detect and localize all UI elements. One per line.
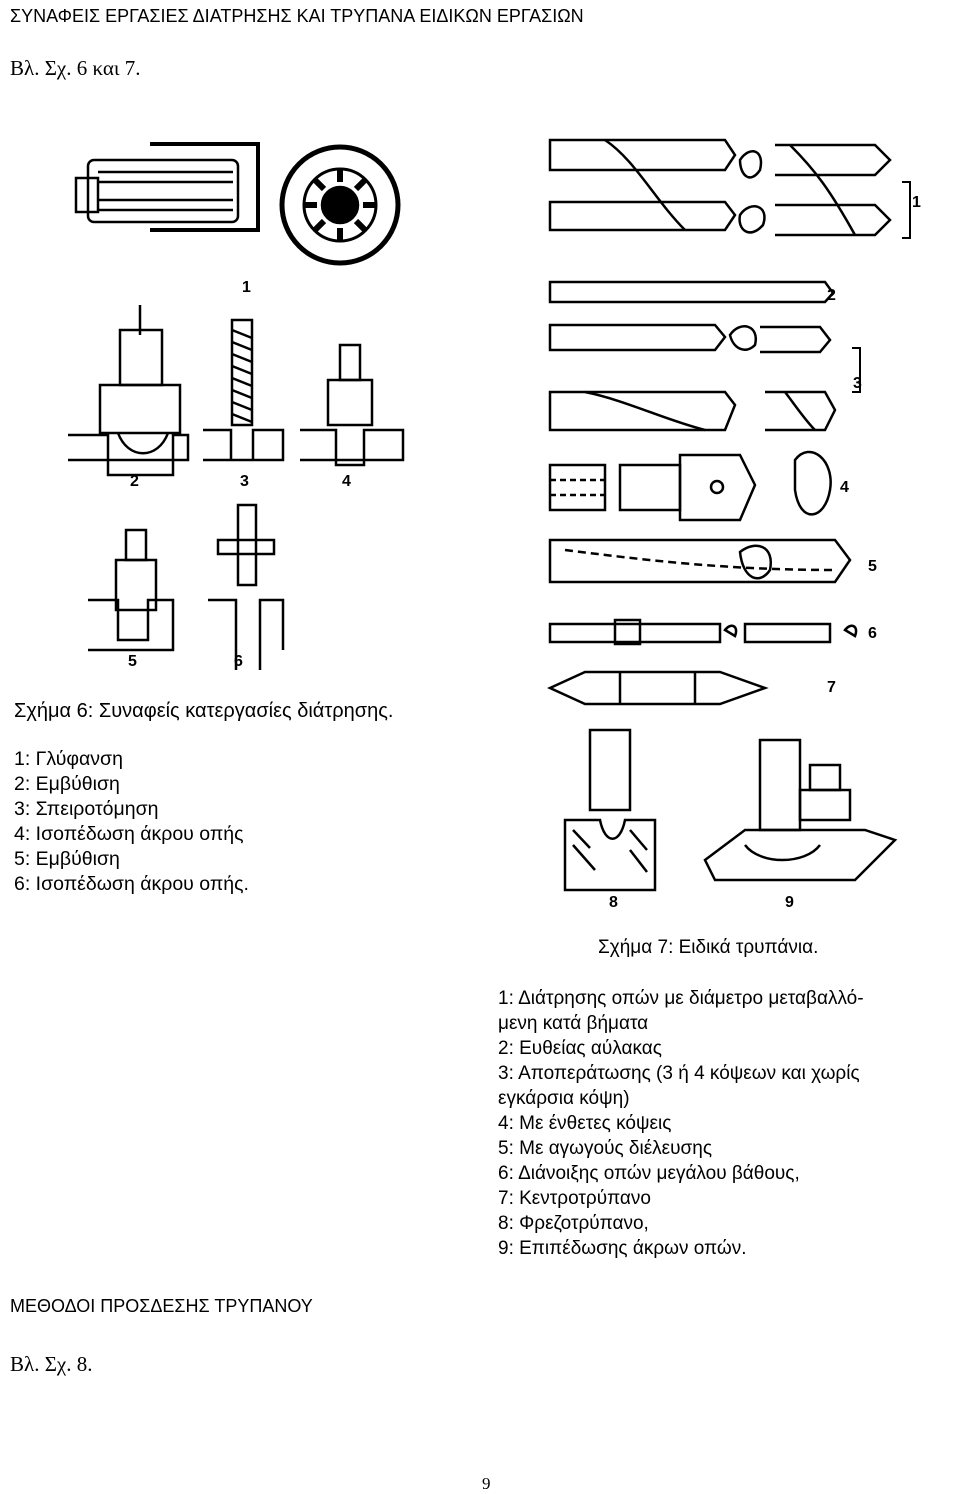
section-heading-drill-clamping-methods: ΜΕΘΟΔΟΙ ΠΡΟΣΔΕΣΗΣ ΤΡΥΠΑΝΟΥ xyxy=(10,1296,313,1316)
page-number: 9 xyxy=(482,1474,491,1493)
list-item: 3: Σπειροτόμηση xyxy=(14,798,159,820)
figure-7-legend-list: 1: Διάτρησης οπών με διάμετρο μεταβαλλό-… xyxy=(498,986,864,1261)
figure-6-drilling-operations-illustration: 1 2 3 4 5 6 xyxy=(68,142,405,670)
list-item: 2: Εμβύθιση xyxy=(14,773,120,795)
figure-reference-8: Βλ. Σχ. 8. xyxy=(10,1352,93,1376)
list-item: 4: Με ένθετες κόψεις xyxy=(498,1113,672,1134)
list-item: εγκάρσια κόψη) xyxy=(498,1088,630,1109)
fig7-label-1: 1 xyxy=(912,194,921,211)
fig7-label-6: 6 xyxy=(868,625,877,642)
figure-6-legend-list: 1: Γλύφανση 2: Εμβύθιση 3: Σπειροτόμηση … xyxy=(14,747,249,897)
list-item: 3: Αποπεράτωσης (3 ή 4 κόψεων και χωρίς xyxy=(498,1063,860,1084)
list-item: 1: Διάτρησης οπών με διάμετρο μεταβαλλό- xyxy=(498,988,864,1009)
fig7-label-8: 8 xyxy=(609,894,618,911)
list-item: 7: Κεντροτρύπανο xyxy=(498,1188,651,1209)
section-heading-related-operations: ΣΥΝΑΦΕΙΣ ΕΡΓΑΣΙΕΣ ΔΙΑΤΡΗΣΗΣ ΚΑΙ ΤΡΥΠΑΝΑ … xyxy=(10,6,584,26)
fig7-label-7: 7 xyxy=(827,679,836,696)
list-item: 9: Επιπέδωσης άκρων οπών. xyxy=(498,1238,747,1259)
list-item: 4: Ισοπέδωση άκρου οπής xyxy=(14,823,244,845)
fig7-label-9: 9 xyxy=(785,894,794,911)
figure-6-caption: Σχήμα 6: Συναφείς κατεργασίες διάτρησης. xyxy=(14,700,394,722)
fig6-label-1: 1 xyxy=(242,279,251,296)
figure-7-caption: Σχήμα 7: Ειδικά τρυπάνια. xyxy=(598,937,819,958)
fig7-label-3: 3 xyxy=(853,375,862,392)
list-item: 8: Φρεζοτρύπανο, xyxy=(498,1213,649,1234)
fig6-label-5: 5 xyxy=(128,653,137,670)
list-item: 5: Εμβύθιση xyxy=(14,848,120,870)
fig6-label-4: 4 xyxy=(342,473,351,490)
list-item: 6: Διάνοιξης οπών μεγάλου βάθους, xyxy=(498,1163,800,1184)
list-item: μενη κατά βήματα xyxy=(498,1013,649,1034)
fig7-label-2: 2 xyxy=(827,287,836,304)
fig6-label-2: 2 xyxy=(130,473,139,490)
fig6-label-3: 3 xyxy=(240,473,249,490)
fig7-label-5: 5 xyxy=(868,558,877,575)
fig7-label-4: 4 xyxy=(840,479,849,496)
list-item: 6: Ισοπέδωση άκρου οπής. xyxy=(14,873,249,895)
list-item: 1: Γλύφανση xyxy=(14,748,123,770)
figure-reference-6-7: Βλ. Σχ. 6 και 7. xyxy=(10,56,141,80)
fig6-label-6: 6 xyxy=(234,653,243,670)
figure-7-special-drills-illustration: 1 2 3 4 5 6 7 8 9 xyxy=(546,138,921,911)
list-item: 2: Ευθείας αύλακας xyxy=(498,1038,662,1059)
list-item: 5: Με αγωγούς διέλευσης xyxy=(498,1138,712,1159)
